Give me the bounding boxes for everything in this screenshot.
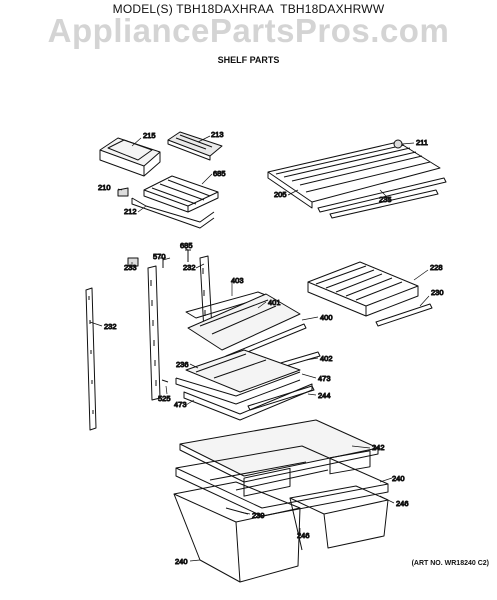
screw-685 bbox=[185, 249, 191, 262]
deli-pan-215 bbox=[99, 137, 161, 177]
shelf-support-211 bbox=[393, 139, 403, 149]
part-label-401: 401 bbox=[268, 298, 281, 307]
glass-shelf-401 bbox=[187, 293, 301, 351]
part-label-232-rear: 232 bbox=[183, 263, 196, 272]
part-label-244: 244 bbox=[318, 391, 331, 400]
deli-cover-213 bbox=[167, 131, 223, 161]
clip-210 bbox=[117, 187, 129, 197]
crisper-drawer-240-left bbox=[173, 467, 301, 583]
part-label-235: 235 bbox=[379, 195, 392, 204]
crisper-cover-242 bbox=[179, 419, 379, 483]
part-label-233: 233 bbox=[124, 263, 137, 272]
part-label-211: 211 bbox=[416, 138, 428, 147]
clip-233 bbox=[127, 257, 139, 267]
art-number: (ART NO. WR18240 C2) bbox=[411, 560, 489, 567]
watermark: AppliancePartsPros.com bbox=[47, 12, 450, 49]
leader-lines bbox=[89, 135, 430, 562]
part-label-400: 400 bbox=[320, 313, 333, 322]
part-label-240-frame: 240 bbox=[392, 474, 405, 483]
part-label-215: 215 bbox=[143, 131, 156, 140]
part-label-228: 228 bbox=[430, 263, 443, 272]
meat-pan-frame-212 bbox=[131, 197, 215, 229]
part-label-212: 212 bbox=[124, 207, 137, 216]
glass-shelf-236 bbox=[185, 349, 301, 393]
part-label-240-drawer: 240 bbox=[175, 557, 188, 566]
part-label-232-left: 232 bbox=[104, 322, 117, 331]
part-label-246-right: 246 bbox=[396, 499, 409, 508]
shelf-ladder-232-left bbox=[85, 287, 97, 431]
part-label-213: 213 bbox=[211, 130, 224, 139]
part-label-402: 402 bbox=[320, 354, 333, 363]
part-label-205: 205 bbox=[274, 190, 287, 199]
part-label-525: 525 bbox=[158, 394, 171, 403]
screw-525 bbox=[161, 379, 169, 383]
part-label-685-screw: 685 bbox=[180, 241, 193, 250]
part-label-570: 570 bbox=[153, 252, 166, 261]
shelf-trim-244 bbox=[247, 385, 315, 411]
part-label-473-left: 473 bbox=[174, 400, 187, 409]
part-label-242: 242 bbox=[372, 443, 385, 452]
wire-shelf-228 bbox=[307, 261, 419, 317]
part-label-403: 403 bbox=[231, 276, 244, 285]
shelf-rail-235 bbox=[317, 177, 447, 219]
part-label-230: 230 bbox=[431, 288, 444, 297]
wire-shelf-205 bbox=[267, 141, 441, 209]
shelf-frame-473 bbox=[175, 371, 301, 405]
part-label-210: 210 bbox=[98, 183, 111, 192]
section-title: SHELF PARTS bbox=[217, 55, 280, 65]
model-header: MODEL(S) TBH18DAXHRAA TBH18DAXHRWW bbox=[112, 2, 385, 16]
shelf-bracket-473 bbox=[183, 383, 313, 421]
part-label-236: 236 bbox=[176, 360, 189, 369]
part-label-246-center: 246 bbox=[297, 531, 310, 540]
part-label-239: 239 bbox=[252, 511, 265, 520]
shelf-rail-230 bbox=[375, 303, 433, 327]
shelf-ladder-232-center bbox=[147, 265, 161, 401]
part-label-685: 685 bbox=[213, 169, 226, 178]
part-label-473-right: 473 bbox=[318, 374, 331, 383]
meat-pan-wire-685 bbox=[143, 175, 219, 213]
